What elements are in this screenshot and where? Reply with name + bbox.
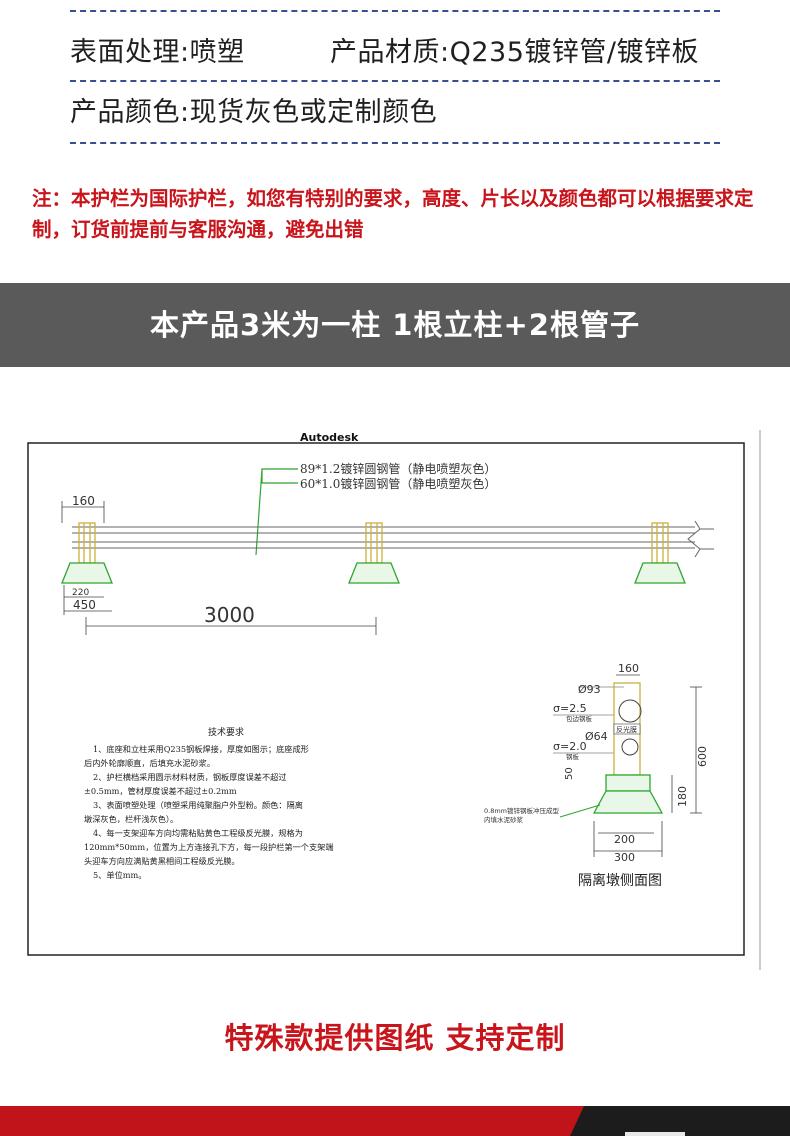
side-view-title: 隔离墩侧面图 bbox=[578, 872, 662, 889]
side-base-top bbox=[605, 774, 651, 792]
tech-line: 1、底座和立柱采用Q235钢板焊接，厚度如图示；底座成形 bbox=[93, 744, 309, 754]
tech-line: 120mm*50mm，位置为上方连接孔下方，每一段护栏第一个支架端 bbox=[84, 842, 334, 852]
tech-title: 技术要求 bbox=[208, 726, 244, 738]
side-dim50: 50 bbox=[564, 767, 575, 780]
pipe2-label: 60*1.0镀锌圆钢管（静电喷塑灰色） bbox=[300, 476, 496, 491]
dim220-text: 220 bbox=[72, 588, 89, 598]
dim160-text: 160 bbox=[72, 494, 95, 508]
tech-line: 4、每一支架迎车方向均需粘贴黄色工程级反光膜，规格为 bbox=[93, 828, 303, 838]
reflect-tag bbox=[613, 723, 641, 735]
base-1 bbox=[61, 562, 113, 584]
base-2 bbox=[348, 562, 400, 584]
base-note-2: 内填水泥砂浆 bbox=[484, 815, 524, 824]
custom-notice: 注：本护栏为国际护栏，如您有特别的要求，高度、片长以及颜色都可以根据要求定制，订… bbox=[32, 187, 754, 241]
footer-chip bbox=[625, 1132, 685, 1136]
dash-line-middle bbox=[70, 80, 720, 82]
side-t20: σ=2.0 bbox=[553, 740, 587, 753]
side-t25-note: 包边钢板 bbox=[566, 714, 593, 723]
dim450-text: 450 bbox=[73, 598, 96, 612]
footer-dark-block bbox=[570, 1106, 790, 1136]
base-note-1: 0.8mm镀锌钢板冲压成型 bbox=[484, 806, 560, 815]
side-d93: Ø93 bbox=[578, 683, 601, 696]
base-3 bbox=[634, 562, 686, 584]
tech-line: 3、表面喷塑处理（喷塑采用纯聚脂户外型粉。颜色：隔离 bbox=[93, 800, 303, 810]
post-1 bbox=[78, 522, 96, 564]
spec-material: 产品材质:Q235镀锌管/镀锌板 bbox=[330, 37, 699, 68]
side-view: 160 Ø93 Ø64 σ=2.5 包边钢板 σ=2.0 钢板 50 反光膜 6… bbox=[484, 662, 709, 889]
side-dim200: 200 bbox=[614, 833, 635, 846]
dim3000-text: 3000 bbox=[204, 603, 255, 627]
side-base bbox=[592, 790, 664, 814]
side-t20-note: 钢板 bbox=[566, 752, 580, 761]
side-dim180: 180 bbox=[676, 786, 689, 807]
tech-line: 后内外轮廓顺直，后填充水泥砂浆。 bbox=[84, 758, 215, 768]
side-dim600: 600 bbox=[696, 746, 709, 767]
side-hole-top bbox=[618, 699, 642, 723]
spec-surface: 表面处理:喷塑 bbox=[70, 37, 245, 68]
dash-line-bottom bbox=[70, 142, 720, 144]
tech-line: 头迎车方向应满贴黄黑相间工程级反光膜。 bbox=[84, 856, 240, 866]
side-t25: σ=2.5 bbox=[553, 702, 587, 715]
tech-line: ±0.5mm，管材厚度误差不超过±0.2mm bbox=[84, 786, 237, 796]
break-line bbox=[687, 520, 701, 558]
base-note-leader bbox=[559, 804, 601, 818]
pipe-leader-line bbox=[261, 468, 298, 484]
side-dim160: 160 bbox=[618, 662, 639, 675]
watermark-text: Autodesk bbox=[300, 431, 359, 444]
side-d64: Ø64 bbox=[585, 730, 608, 743]
post-2 bbox=[365, 522, 383, 564]
side-hole-bot bbox=[621, 738, 639, 756]
custom-support-text: 特殊款提供图纸 支持定制 bbox=[224, 1021, 566, 1055]
tech-lines: 1、底座和立柱采用Q235钢板焊接，厚度如图示；底座成形 后内外轮廓顺直，后填充… bbox=[84, 744, 334, 880]
dash-line-top bbox=[70, 10, 720, 12]
spec-color: 产品颜色:现货灰色或定制颜色 bbox=[70, 97, 438, 128]
pipe1-label: 89*1.2镀锌圆钢管（静电喷塑灰色） bbox=[300, 461, 496, 476]
product-banner: 本产品3米为一柱 1根立柱+2根管子 bbox=[0, 283, 790, 367]
tech-line: 墩深灰色，栏杆浅灰色）。 bbox=[84, 814, 178, 824]
side-reflect: 反光膜 bbox=[616, 725, 637, 734]
side-dim300: 300 bbox=[614, 851, 635, 864]
cad-drawing: Autodesk 89*1.2镀锌圆钢管（静电喷塑灰色） 60*1.0镀锌圆钢管… bbox=[0, 425, 790, 975]
tech-line: 5、单位mm。 bbox=[93, 870, 147, 880]
post-3 bbox=[651, 522, 669, 564]
tech-line: 2、护栏横档采用圆示材料材质，钢板厚度误差不超过 bbox=[93, 772, 287, 782]
drawing-frame bbox=[27, 442, 745, 956]
pipe-leader-drop bbox=[255, 468, 263, 556]
